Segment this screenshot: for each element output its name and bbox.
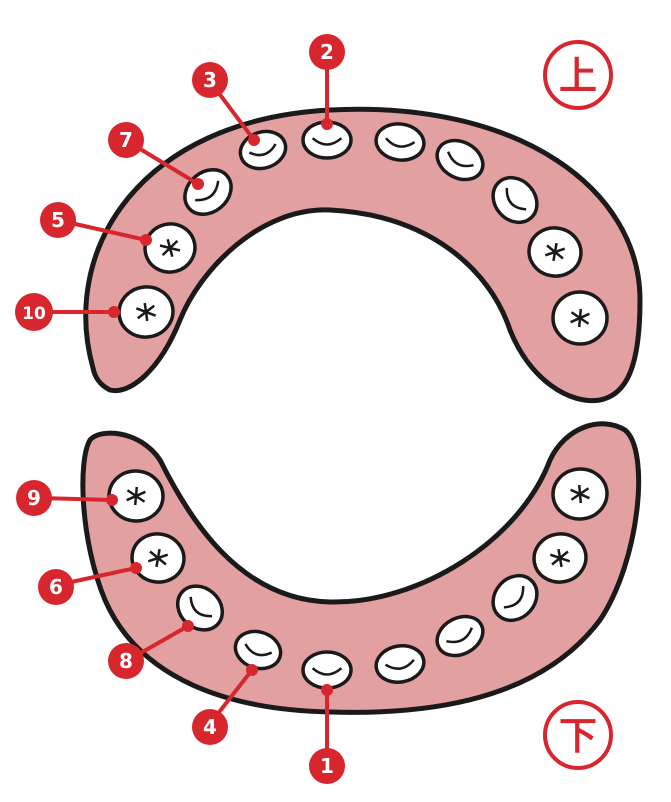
tooth-shade bbox=[385, 137, 416, 148]
marker-dot-4 bbox=[246, 664, 258, 676]
marker-number-3: 3 bbox=[203, 68, 217, 92]
marker-number-1: 1 bbox=[320, 754, 334, 778]
marker-number-6: 6 bbox=[49, 575, 63, 599]
upper-jaw-label: 上 bbox=[543, 40, 613, 110]
lower-jaw-label-circle bbox=[543, 700, 613, 770]
canine-tooth bbox=[491, 175, 539, 225]
tooth-shade bbox=[446, 627, 474, 644]
molar-tooth bbox=[551, 467, 609, 521]
marker-number-4: 4 bbox=[203, 715, 217, 739]
incisor-tooth bbox=[435, 138, 485, 182]
marker-dot-3 bbox=[248, 134, 260, 146]
marker-line-9 bbox=[39, 496, 113, 502]
incisor-tooth bbox=[374, 122, 426, 162]
tooth-body bbox=[435, 138, 485, 182]
tooth-groove bbox=[544, 247, 566, 257]
tooth-groove bbox=[570, 487, 590, 501]
incisor-tooth bbox=[435, 614, 485, 658]
upper-jaw-label-text: 上 bbox=[559, 54, 597, 98]
incisor-tooth bbox=[233, 629, 283, 671]
incisor-tooth bbox=[374, 644, 426, 684]
tooth-groove bbox=[137, 304, 155, 320]
tooth-shade bbox=[195, 180, 220, 202]
marker-number-5: 5 bbox=[51, 208, 65, 232]
marker-circle-10 bbox=[15, 293, 53, 331]
marker-dot-8 bbox=[182, 620, 194, 632]
tooth-body bbox=[374, 644, 426, 684]
marker-number-8: 8 bbox=[119, 649, 133, 673]
marker-circle-5 bbox=[40, 202, 76, 238]
molar-tooth bbox=[130, 532, 186, 584]
tooth-shade bbox=[503, 585, 525, 609]
marker-line-4 bbox=[211, 668, 254, 722]
tooth-shade bbox=[244, 643, 273, 657]
marker-dot-2 bbox=[321, 118, 333, 130]
molar-tooth bbox=[117, 285, 175, 339]
tooth-groove bbox=[570, 312, 590, 324]
tooth-body bbox=[301, 650, 353, 690]
marker-number-2: 2 bbox=[320, 40, 334, 64]
canine-tooth bbox=[491, 573, 539, 623]
marker-dot-1 bbox=[321, 684, 333, 696]
molar-tooth bbox=[532, 532, 588, 584]
tooth-groove bbox=[161, 239, 179, 257]
tooth-shade bbox=[505, 187, 527, 211]
molar-tooth bbox=[551, 290, 609, 346]
lower-jaw-label: 下 bbox=[543, 700, 613, 770]
marker-dot-5 bbox=[140, 234, 152, 246]
upper-jaw-label-circle bbox=[543, 40, 613, 110]
tooth-groove bbox=[147, 553, 169, 563]
marker-dot-9 bbox=[106, 494, 118, 506]
tooth-body bbox=[374, 122, 426, 162]
tooth-shade bbox=[311, 667, 343, 676]
marker-circle-7 bbox=[108, 122, 144, 158]
tooth-shade bbox=[384, 658, 415, 670]
markers-group: 1 2 3 4 5 6 7 8 9 10 bbox=[15, 34, 345, 784]
lower-jaw bbox=[80, 421, 642, 715]
marker-number-10: 10 bbox=[22, 304, 46, 324]
marker-number-9: 9 bbox=[27, 486, 41, 510]
marker-line-7 bbox=[130, 142, 200, 186]
marker-circle-8 bbox=[108, 643, 144, 679]
lower-gum bbox=[80, 421, 642, 715]
marker-dot-7 bbox=[192, 178, 204, 190]
lower-jaw-label-text: 下 bbox=[559, 714, 597, 758]
marker-circle-6 bbox=[38, 569, 74, 605]
marker-circle-2 bbox=[309, 34, 345, 70]
tooth-shade bbox=[248, 143, 277, 157]
incisor-tooth bbox=[301, 650, 353, 690]
tooth-shade bbox=[311, 137, 343, 146]
marker-line-6 bbox=[61, 566, 137, 586]
marker-dot-10 bbox=[108, 306, 120, 318]
marker-circle-9 bbox=[16, 480, 52, 516]
tooth-shade bbox=[446, 151, 474, 168]
tooth-shade bbox=[189, 596, 213, 618]
molar-tooth bbox=[143, 222, 197, 274]
marker-circle-3 bbox=[192, 62, 228, 98]
marker-dot-6 bbox=[130, 562, 142, 574]
tooth-body bbox=[435, 614, 485, 658]
tooth-body bbox=[491, 175, 539, 225]
marker-number-7: 7 bbox=[119, 128, 133, 152]
molar-tooth bbox=[107, 469, 165, 523]
marker-line-5 bbox=[61, 219, 147, 242]
tooth-groove bbox=[126, 490, 146, 502]
marker-circle-4 bbox=[192, 709, 228, 745]
tooth-groove bbox=[551, 550, 569, 566]
marker-circle-1 bbox=[309, 748, 345, 784]
teeth-group bbox=[107, 120, 609, 690]
molar-tooth bbox=[527, 226, 583, 278]
tooth-body bbox=[491, 573, 539, 623]
